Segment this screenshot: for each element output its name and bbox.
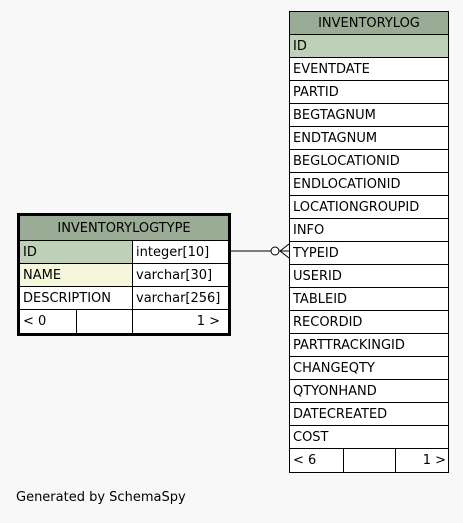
column-name: COST [293, 429, 329, 445]
table-row[interactable]: NAME varchar[30] [20, 264, 228, 287]
column-name: ENDTAGNUM [293, 130, 378, 146]
table-header[interactable]: INVENTORYLOGTYPE [20, 216, 228, 241]
column-name: PARTID [293, 84, 339, 100]
column-name: ENDLOCATIONID [293, 176, 401, 192]
table-row[interactable]: RECORDID [290, 311, 448, 334]
table-row[interactable]: PARTTRACKINGID [290, 334, 448, 357]
column-name: EVENTDATE [293, 61, 370, 77]
column-name: CHANGEQTY [293, 360, 375, 376]
column-name: BEGLOCATIONID [293, 153, 400, 169]
table-row[interactable]: QTYONHAND [290, 380, 448, 403]
table-name: INVENTORYLOGTYPE [57, 220, 191, 236]
table-row[interactable]: ENDTAGNUM [290, 127, 448, 150]
table-footer: < 6 1 > [290, 449, 448, 472]
row-count [344, 449, 396, 472]
table-row[interactable]: DESCRIPTION varchar[256] [20, 287, 228, 310]
column-name: USERID [293, 268, 342, 284]
table-row[interactable]: ENDLOCATIONID [290, 173, 448, 196]
table-row[interactable]: TYPEID [290, 242, 448, 265]
inventorylog-table[interactable]: INVENTORYLOG ID EVENTDATE PARTID BEGTAGN… [289, 11, 449, 473]
column-name: TABLEID [293, 291, 348, 307]
table-row[interactable]: BEGTAGNUM [290, 104, 448, 127]
table-row[interactable]: ID [290, 35, 448, 58]
child-count[interactable]: 1 > [422, 453, 446, 468]
table-row[interactable]: PARTID [290, 81, 448, 104]
inventorylogtype-table[interactable]: INVENTORYLOGTYPE ID integer[10] NAME var… [17, 213, 231, 336]
column-name: INFO [293, 222, 325, 238]
table-row[interactable]: ID integer[10] [20, 241, 228, 264]
column-name: RECORDID [293, 314, 363, 330]
parent-count[interactable]: < 6 [290, 449, 344, 472]
generated-by-label: Generated by SchemaSpy [16, 490, 186, 505]
table-row[interactable]: BEGLOCATIONID [290, 150, 448, 173]
column-type: varchar[256] [136, 290, 221, 306]
column-name: QTYONHAND [293, 383, 377, 399]
parent-count[interactable]: < 0 [20, 310, 77, 333]
table-row[interactable]: LOCATIONGROUPID [290, 196, 448, 219]
table-row[interactable]: EVENTDATE [290, 58, 448, 81]
table-row[interactable]: COST [290, 426, 448, 449]
child-count[interactable]: 1 > [196, 314, 220, 329]
table-row[interactable]: DATECREATED [290, 403, 448, 426]
column-name: ID [293, 38, 307, 54]
column-type: integer[10] [136, 244, 210, 260]
table-name: INVENTORYLOG [318, 15, 420, 31]
column-name: NAME [20, 264, 133, 286]
column-name: LOCATIONGROUPID [293, 199, 420, 215]
table-row[interactable]: USERID [290, 265, 448, 288]
column-name: ID [20, 241, 133, 263]
column-name: TYPEID [293, 245, 339, 261]
table-row[interactable]: CHANGEQTY [290, 357, 448, 380]
column-name: PARTTRACKINGID [293, 337, 405, 353]
table-row[interactable]: INFO [290, 219, 448, 242]
column-type: varchar[30] [136, 267, 213, 283]
row-count [77, 310, 133, 333]
table-footer: < 0 1 > [20, 310, 228, 333]
table-header[interactable]: INVENTORYLOG [290, 12, 448, 35]
table-row[interactable]: TABLEID [290, 288, 448, 311]
column-name: BEGTAGNUM [293, 107, 376, 123]
column-name: DATECREATED [293, 406, 388, 422]
column-name: DESCRIPTION [20, 287, 133, 309]
